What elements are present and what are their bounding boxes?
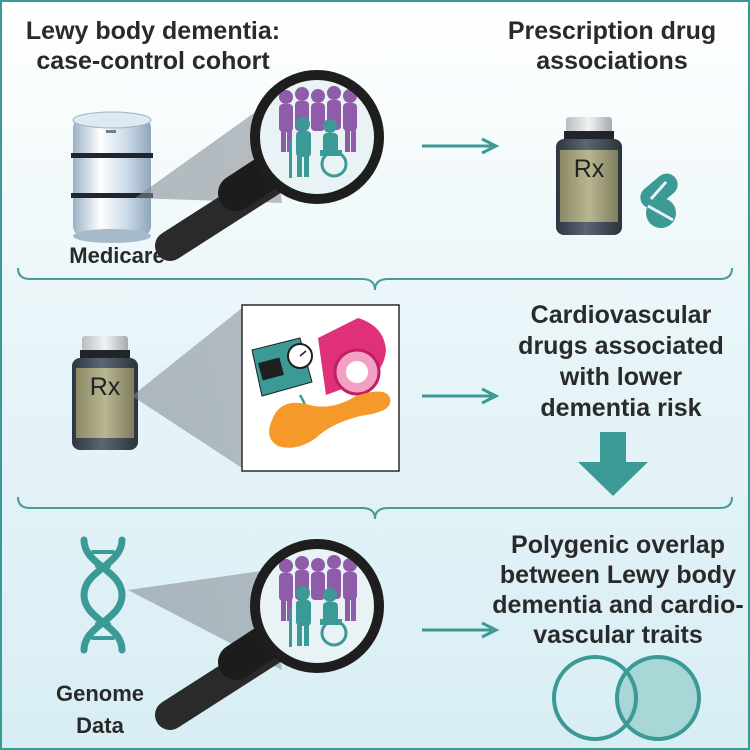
arrow-right-icon	[422, 387, 500, 405]
artery-icon	[318, 318, 386, 396]
medicare-label: Medicare	[69, 243, 165, 268]
inset-view-cone	[132, 308, 242, 468]
pill-icon	[640, 173, 678, 228]
section-divider-1	[17, 267, 733, 291]
magnifier-icon	[155, 70, 384, 261]
rx-label: Rx	[574, 155, 605, 183]
venn-diagram-icon	[552, 655, 701, 741]
magnifier-icon	[155, 539, 384, 730]
genome-data-label: Genome Data	[55, 681, 145, 738]
prescription-result-label: Prescription drug associations	[507, 17, 717, 75]
pancreas-icon	[269, 391, 391, 448]
cohort-title: Lewy body dementia: case-control cohort	[25, 17, 281, 75]
polygenic-result-label: Polygenic overlap between Lewy body deme…	[492, 531, 744, 649]
arrow-right-icon	[422, 621, 500, 639]
dna-icon	[80, 536, 126, 654]
cardiovascular-result-label: Cardiovascular drugs associated with low…	[518, 301, 724, 422]
pill-bottle-icon: Rx	[72, 336, 138, 450]
section-divider-2	[17, 496, 733, 520]
pill-bottle-icon: Rx	[556, 117, 622, 235]
database-icon	[71, 111, 153, 243]
arrow-right-icon	[422, 137, 500, 155]
rx-label: Rx	[90, 373, 121, 401]
arrow-down-icon	[578, 432, 648, 496]
patient-cohort-icon	[279, 86, 357, 178]
